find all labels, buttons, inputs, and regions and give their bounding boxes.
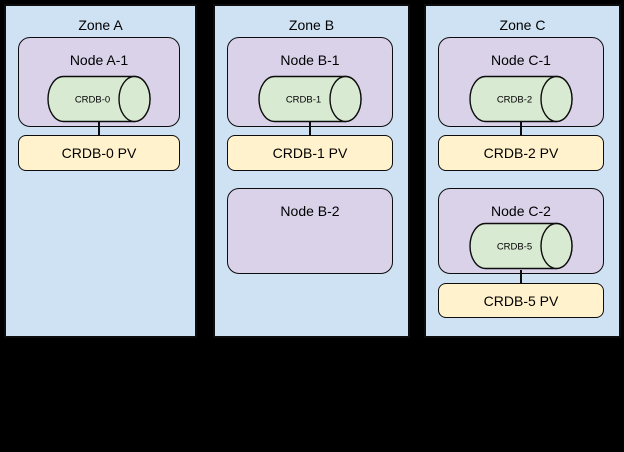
node-c-1-label: Node C-1 — [491, 52, 551, 68]
crdb-5-pv-label: CRDB-5 PV — [483, 292, 559, 309]
crdb-5-cylinder: CRDB-5 — [469, 222, 573, 270]
crdb-0-pv: CRDB-0 PV — [18, 135, 180, 171]
zone-a: Zone A Node A-1 CRDB-0 CRDB-0 PV — [4, 4, 197, 338]
connector-c-1 — [520, 122, 522, 137]
crdb-2-label: CRDB-2 — [497, 95, 532, 106]
connector-a-1 — [98, 122, 100, 137]
node-c-1: Node C-1 CRDB-2 — [438, 37, 604, 127]
node-b-1: Node B-1 CRDB-1 — [227, 37, 393, 127]
connector-b-1 — [309, 122, 311, 137]
node-b-2-label: Node B-2 — [280, 203, 340, 219]
node-a-1-label: Node A-1 — [69, 52, 129, 68]
node-a-1: Node A-1 CRDB-0 — [18, 37, 180, 127]
zone-a-label: Zone A — [78, 17, 123, 33]
node-b-1-label: Node B-1 — [280, 52, 340, 68]
zone-b: Zone B Node B-1 CRDB-1 CRDB-1 PV Node B-… — [213, 4, 410, 338]
zone-c: Zone C Node C-1 CRDB-2 CRDB-2 PV Node C-… — [424, 4, 621, 338]
connector-c-2 — [520, 270, 522, 285]
node-c-2-label: Node C-2 — [491, 203, 551, 219]
crdb-0-pv-label: CRDB-0 PV — [61, 145, 137, 161]
crdb-0-cylinder: CRDB-0 — [47, 75, 151, 123]
node-c-2: Node C-2 CRDB-5 — [438, 188, 604, 274]
zone-b-label: Zone B — [288, 17, 335, 33]
crdb-2-cylinder: CRDB-2 — [469, 75, 573, 123]
crdb-1-pv: CRDB-1 PV — [227, 135, 393, 171]
crdb-5-label: CRDB-5 — [497, 242, 532, 253]
crdb-1-cylinder: CRDB-1 — [258, 75, 362, 123]
crdb-2-pv-label: CRDB-2 PV — [483, 145, 559, 161]
node-b-2: Node B-2 — [227, 188, 393, 274]
zone-c-label: Zone C — [499, 17, 546, 33]
crdb-1-pv-label: CRDB-1 PV — [272, 145, 348, 161]
crdb-0-label: CRDB-0 — [75, 95, 110, 106]
crdb-5-pv: CRDB-5 PV — [438, 283, 604, 318]
crdb-2-pv: CRDB-2 PV — [438, 135, 604, 171]
crdb-1-label: CRDB-1 — [286, 95, 321, 106]
